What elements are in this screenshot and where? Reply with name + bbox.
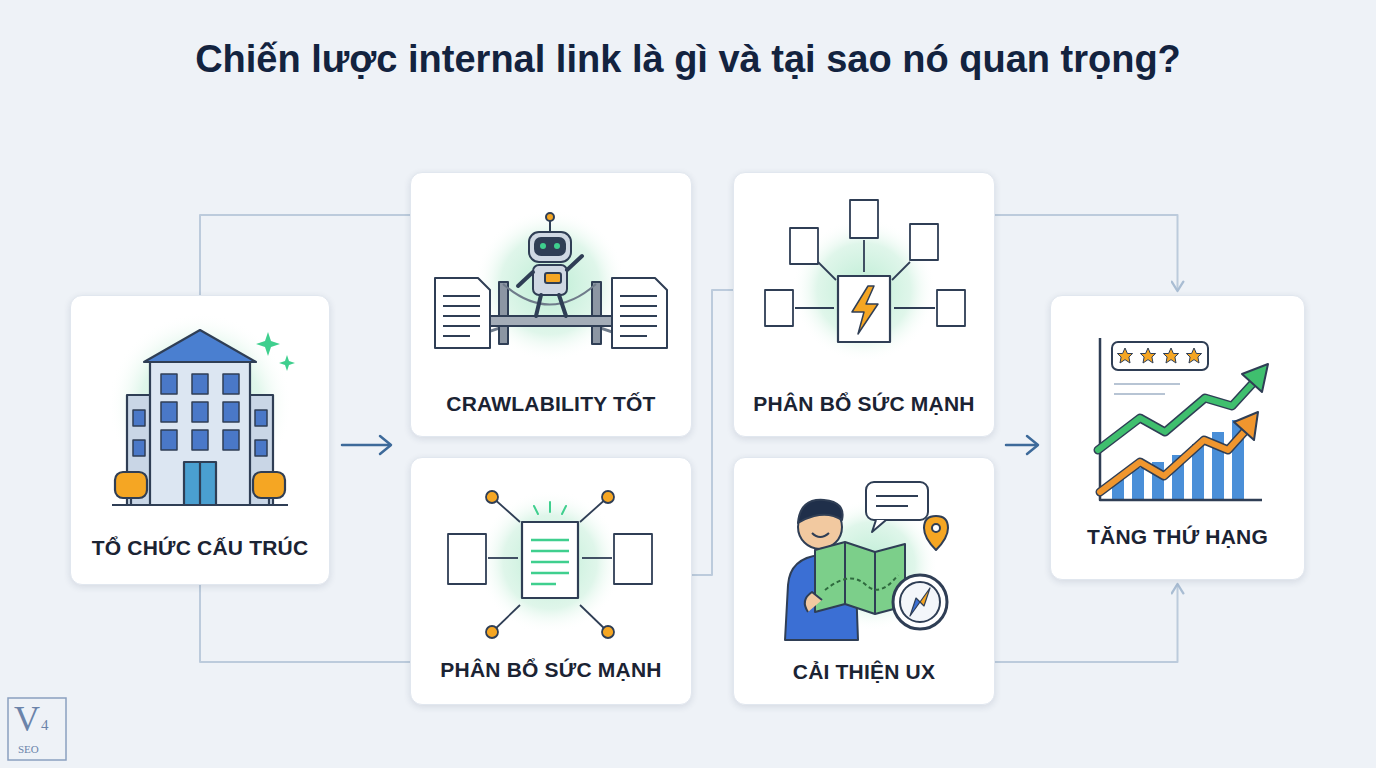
arrow-line xyxy=(342,444,390,447)
connector-line xyxy=(200,215,410,295)
arrow-line xyxy=(1006,444,1036,447)
process-card: PHÂN BỔ SỨC MẠNH xyxy=(733,172,995,437)
process-card: TỔ CHỨC CẤU TRÚC xyxy=(70,295,330,585)
connector-line xyxy=(200,585,410,662)
card-label: PHÂN BỔ SỨC MẠNH xyxy=(734,392,994,416)
card-label: PHÂN BỔ SỨC MẠNH xyxy=(411,658,691,682)
process-card: CẢI THIỆN UX xyxy=(733,457,995,705)
logo-text: SEO xyxy=(18,744,39,755)
process-card: CRAWLABILITY TỐT xyxy=(410,172,692,437)
arrow-head xyxy=(1027,436,1038,454)
card-label: CRAWLABILITY TỐT xyxy=(411,392,691,416)
logo-text: 4 xyxy=(41,718,49,733)
connector-line xyxy=(995,215,1178,291)
card-label: TĂNG THỨ HẠNG xyxy=(1051,525,1304,549)
card-label: TỔ CHỨC CẤU TRÚC xyxy=(71,536,329,560)
logo-frame xyxy=(8,698,66,760)
process-card: TĂNG THỨ HẠNG xyxy=(1050,295,1305,580)
arrow-head xyxy=(380,436,391,454)
diagram-title: Chiến lược internal link là gì và tại sa… xyxy=(0,38,1376,81)
connector-line xyxy=(995,584,1178,662)
logo-text: V xyxy=(14,701,40,737)
card-label: CẢI THIỆN UX xyxy=(734,660,994,684)
connector-line xyxy=(692,290,733,575)
flow-arrow xyxy=(342,436,1038,454)
process-card: PHÂN BỔ SỨC MẠNH xyxy=(410,457,692,705)
